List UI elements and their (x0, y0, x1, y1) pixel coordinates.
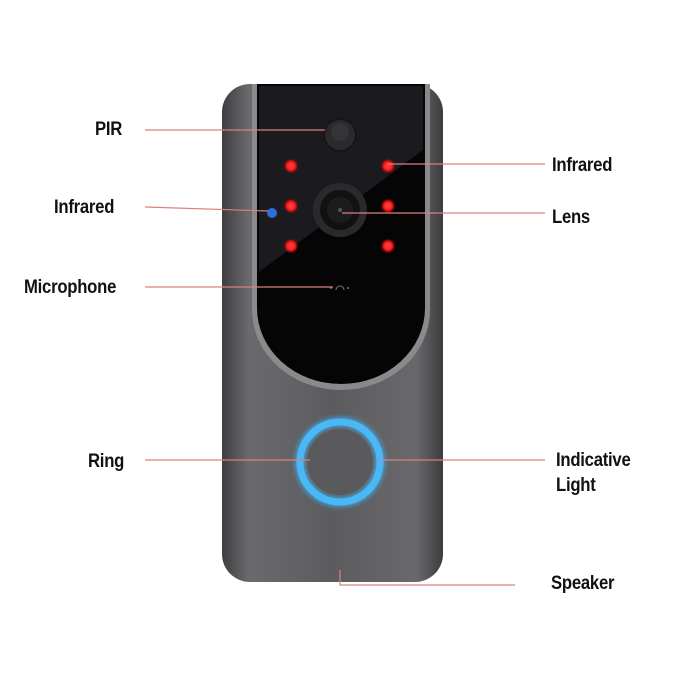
label-indicative-light-line2: Light (556, 475, 596, 496)
camera-lens (313, 183, 367, 237)
label-pir: PIR (95, 119, 123, 140)
ring-button (296, 418, 384, 506)
label-infrared-right: Infrared (552, 155, 613, 176)
label-infrared-left: Infrared (54, 197, 115, 218)
leader-lines (144, 129, 545, 586)
label-ring: Ring (88, 451, 125, 472)
label-indicative-light-line1: Indicative (556, 450, 631, 471)
label-speaker: Speaker (551, 573, 615, 594)
panel-gloss (259, 86, 423, 272)
label-microphone: Microphone (24, 277, 117, 298)
ir-leds (284, 159, 395, 253)
label-lens: Lens (552, 207, 590, 228)
status-light (267, 208, 277, 218)
